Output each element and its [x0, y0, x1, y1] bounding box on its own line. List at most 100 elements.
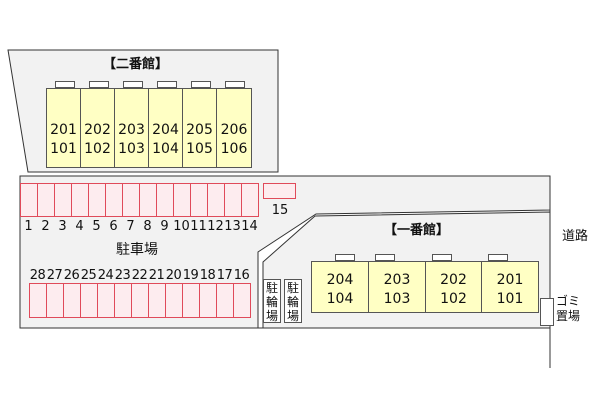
parking-stall — [29, 283, 47, 318]
building1-unit: 203 103 — [368, 261, 426, 313]
unit-upper-number: 204 — [326, 272, 354, 288]
unit-upper-number: 202 — [440, 272, 467, 288]
unit-upper-number: 204 — [152, 122, 179, 138]
stall-number: 3 — [58, 219, 67, 234]
stall-number: 20 — [165, 268, 182, 283]
stall-number: 4 — [75, 219, 84, 234]
unit-lower-number: 101 — [496, 291, 524, 307]
stall-number: 16 — [233, 268, 250, 283]
parking-stall — [233, 283, 251, 318]
stall-number: 23 — [114, 268, 131, 283]
stall-number: 12 — [207, 219, 224, 234]
bike-parking-label: 駐輪場 — [286, 281, 299, 323]
unit-upper-number: 201 — [496, 272, 524, 288]
stall-number: 2 — [41, 219, 50, 234]
parking-stall — [190, 183, 208, 217]
unit-vent — [432, 254, 452, 261]
unit-vent — [488, 254, 508, 261]
unit-lower-number: 105 — [186, 141, 213, 157]
unit-upper-number: 203 — [383, 272, 411, 288]
parking-stall — [20, 183, 38, 217]
road-label: 道路 — [562, 229, 589, 244]
unit-upper-number: 202 — [84, 122, 111, 138]
garbage-area — [540, 298, 554, 326]
unit-vent — [157, 81, 177, 88]
parking-stall — [148, 283, 166, 318]
parking-label: 駐車場 — [116, 242, 158, 258]
stall-number: 6 — [109, 219, 118, 234]
parking-stall — [224, 183, 242, 217]
stall-number: 15 — [271, 203, 289, 218]
unit-vent — [191, 81, 211, 88]
unit-lower-number: 104 — [326, 291, 354, 307]
stall-number: 9 — [160, 219, 169, 234]
parking-stall — [88, 183, 106, 217]
parking-stall — [37, 183, 55, 217]
unit-vent — [375, 254, 395, 261]
stall-number: 24 — [97, 268, 114, 283]
parking-stall-15 — [263, 183, 296, 199]
unit-lower-number: 104 — [152, 141, 179, 157]
stall-number: 26 — [63, 268, 80, 283]
unit-vent — [335, 254, 355, 261]
parking-stall — [131, 283, 149, 318]
parking-stall — [71, 183, 89, 217]
bike-parking-label: 駐輪場 — [265, 281, 278, 323]
building2-unit: 204 104 — [148, 88, 183, 168]
stall-number: 19 — [182, 268, 199, 283]
unit-vent — [123, 81, 143, 88]
unit-upper-number: 203 — [118, 122, 145, 138]
unit-vent — [225, 81, 245, 88]
unit-lower-number: 103 — [118, 141, 145, 157]
parking-stall — [80, 283, 98, 318]
parking-stall — [105, 183, 123, 217]
parking-stall — [114, 283, 132, 318]
parking-stall — [156, 183, 174, 217]
unit-lower-number: 106 — [220, 141, 248, 157]
unit-vent — [55, 81, 75, 88]
stall-number: 10 — [173, 219, 190, 234]
stall-number: 27 — [46, 268, 63, 283]
stall-number: 7 — [126, 219, 135, 234]
building2-title: 【二番館】 — [103, 57, 169, 72]
parking-stall — [241, 183, 259, 217]
bike-parking: 駐輪場 — [263, 279, 281, 323]
parking-stall — [165, 283, 183, 318]
building1-title: 【一番館】 — [384, 223, 450, 238]
building1-unit: 204 104 — [311, 261, 369, 313]
stall-number: 17 — [216, 268, 233, 283]
building2-unit: 206 106 — [216, 88, 252, 168]
parking-stall — [207, 183, 225, 217]
bike-parking: 駐輪場 — [284, 279, 302, 323]
stall-number: 8 — [143, 219, 152, 234]
parking-stall — [139, 183, 157, 217]
building2-unit: 202 102 — [80, 88, 115, 168]
parking-stall — [182, 283, 200, 318]
parking-stall — [216, 283, 234, 318]
unit-lower-number: 101 — [50, 141, 77, 157]
parking-stall — [54, 183, 72, 217]
parking-stall — [122, 183, 140, 217]
stall-number: 28 — [29, 268, 46, 283]
parking-stall — [46, 283, 64, 318]
stall-number: 21 — [148, 268, 165, 283]
unit-lower-number: 102 — [84, 141, 111, 157]
stall-number: 5 — [92, 219, 101, 234]
parking-stall — [63, 283, 81, 318]
parking-stall — [173, 183, 191, 217]
unit-upper-number: 205 — [186, 122, 213, 138]
building1-unit: 201 101 — [481, 261, 539, 313]
building2-unit: 201 101 — [46, 88, 81, 168]
unit-upper-number: 201 — [50, 122, 77, 138]
unit-lower-number: 103 — [383, 291, 411, 307]
building1-unit: 202 102 — [425, 261, 482, 313]
stall-number: 14 — [241, 219, 258, 234]
unit-upper-number: 206 — [220, 122, 248, 138]
parking-stall — [199, 283, 217, 318]
stall-number: 18 — [199, 268, 216, 283]
parking-stall — [97, 283, 115, 318]
unit-vent — [89, 81, 109, 88]
garbage-label: ゴミ置場 — [556, 294, 581, 323]
building2-unit: 203 103 — [114, 88, 149, 168]
building2-unit: 205 105 — [182, 88, 217, 168]
